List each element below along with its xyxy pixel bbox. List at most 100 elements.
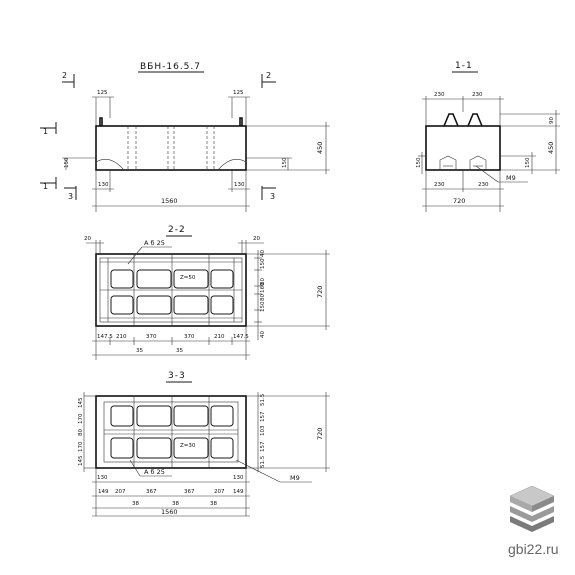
dim-11-right-90: 90	[549, 117, 555, 124]
lifting-loop-right	[239, 117, 243, 126]
cavity	[136, 405, 172, 427]
callout-33-m9: М9	[290, 474, 300, 482]
dim-side-left: 150	[64, 157, 70, 168]
section-1-1-cavity	[469, 155, 487, 170]
callout-leader	[127, 246, 143, 265]
cavity	[173, 295, 209, 315]
cut-marker-3-left: 3	[68, 192, 73, 201]
section-1-1-loop-right	[467, 113, 483, 127]
dim-33-bottom: 130	[97, 475, 108, 481]
section-2-2: 2-2 Z=50 20 20 А б 25	[84, 225, 330, 360]
dim-22-bottom: 210	[116, 334, 127, 340]
dim-22-right: 150	[260, 301, 266, 312]
dim-33-bottom: 207	[115, 489, 126, 495]
logo-layer	[510, 506, 554, 522]
dim-33-right: 51.5	[260, 393, 266, 406]
cavity	[173, 269, 209, 289]
dim-11-right-450: 450	[547, 142, 555, 154]
dim-22-top-left: 20	[84, 236, 91, 242]
cut-marker-3-right: 3	[270, 192, 275, 201]
dim-bottom-left: 130	[98, 182, 109, 188]
dim-11-right-150: 150	[525, 157, 531, 168]
cavity	[110, 269, 134, 289]
dim-11-bottom-right: 230	[478, 182, 489, 188]
dim-33-bottom: 149	[233, 489, 244, 495]
dim-11-bottom-left: 230	[434, 182, 445, 188]
main-title: ВБН-16.5.7	[140, 62, 201, 72]
dim-top-left: 125	[97, 90, 108, 96]
logo-layer	[510, 496, 532, 512]
dim-33-bottom: 130	[233, 475, 244, 481]
cavity	[210, 405, 234, 427]
cavity	[173, 405, 209, 427]
cavity	[136, 437, 172, 459]
dim-side-right: 150	[282, 157, 288, 168]
dim-22-right: 40	[260, 250, 266, 257]
dim-33-left: 80	[78, 429, 84, 436]
dim-11-top-left: 230	[434, 92, 445, 98]
callout-33-ab25: А б 25	[144, 468, 165, 476]
cut-marker-1-bottom: 1	[43, 182, 48, 191]
dim-22-bottom: 210	[214, 334, 225, 340]
cavity	[210, 269, 234, 289]
callout-leader	[129, 459, 141, 477]
dim-22-bottom-35: 35	[136, 348, 143, 354]
dim-height: 450	[316, 142, 324, 154]
watermark-text: gbi22.ru	[508, 541, 559, 557]
cavity	[110, 405, 134, 427]
dim-22-bottom: 370	[184, 334, 195, 340]
dim-22-right: 80	[260, 278, 266, 285]
dim-33-right: 51.5	[260, 455, 266, 468]
dim-33-left: 145	[78, 455, 84, 466]
dim-33-left: 170	[78, 441, 84, 452]
dim-33-bottom: 207	[214, 489, 225, 495]
section-1-1: 1-1 230 230 90 450 150 150 2	[416, 61, 560, 212]
dim-length: 1560	[161, 197, 178, 205]
callout-22-ab25: А б 25	[144, 239, 165, 247]
dim-11-top-right: 230	[472, 92, 483, 98]
dim-33-right: 157	[260, 411, 266, 422]
dim-33-bottom-38: 38	[210, 501, 217, 507]
section-3-3-outline	[95, 395, 247, 469]
dim-22-bottom: 370	[146, 334, 157, 340]
section-1-1-loop-left	[443, 113, 459, 127]
dim-33-height: 720	[316, 428, 324, 440]
dim-33-bottom: 367	[146, 489, 157, 495]
section-3-3: 3-3 Z=30 145 170 80 170 145 51.5 157 1	[78, 371, 330, 517]
logo-layer	[532, 496, 554, 512]
section-1-1-cavity	[439, 155, 457, 170]
dim-22-right: 160	[260, 282, 266, 293]
cavity	[136, 269, 172, 289]
dim-33-right: 103	[260, 425, 266, 436]
lifting-loop-left	[99, 117, 103, 126]
dim-22-right: 80	[260, 294, 266, 301]
cavity	[173, 437, 209, 459]
dim-22-bottom: 147.5	[97, 334, 113, 340]
cut-marker-1-top: 1	[43, 127, 48, 136]
cavity	[110, 437, 134, 459]
dim-22-right: 40	[260, 331, 266, 338]
dim-11-width: 720	[453, 197, 465, 205]
dim-22-bottom: 147.5	[233, 334, 249, 340]
cavity	[136, 295, 172, 315]
dim-33-bottom: 149	[98, 489, 109, 495]
dim-33-length: 1560	[161, 508, 178, 516]
elevation-cutout-right	[217, 159, 247, 171]
dim-bottom-right: 130	[234, 182, 245, 188]
elevation-view: 125 125 2 2 1 1 3 3 150 150 45	[40, 71, 330, 212]
dim-22-top-right: 20	[253, 236, 260, 242]
callout-11-m9: М9	[506, 174, 516, 182]
dim-33-bottom-38: 38	[132, 501, 139, 507]
dim-22-right: 150	[260, 258, 266, 269]
dim-33-bottom: 367	[184, 489, 195, 495]
logo-layer	[510, 516, 554, 532]
elevation-cutout-left	[95, 159, 125, 171]
z-label-22: Z=50	[180, 275, 196, 281]
cavity	[210, 437, 234, 459]
section-2-2-title: 2-2	[168, 225, 186, 235]
elevation-outline	[95, 125, 247, 171]
section-1-1-title: 1-1	[455, 61, 473, 71]
section-2-2-outline	[95, 253, 247, 327]
z-label-33: Z=30	[180, 443, 196, 449]
